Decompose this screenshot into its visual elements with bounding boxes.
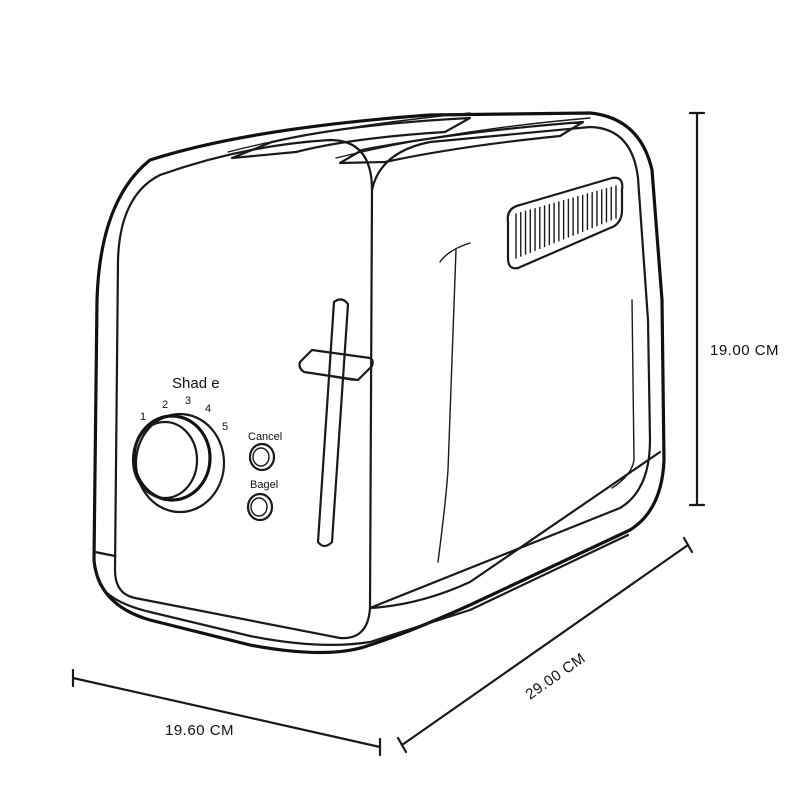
slot-rim [227, 112, 591, 159]
cancel-button-face [252, 447, 270, 467]
height-dimension: 19.00 CM [688, 111, 779, 507]
depth-value: 29.00 CM [523, 650, 589, 704]
shade-number-4: 4 [205, 403, 211, 415]
dial-bezel [134, 412, 226, 514]
width-dimension: 19.60 CM [71, 668, 382, 757]
shade-number-5: 5 [222, 421, 228, 433]
cancel-button[interactable] [248, 442, 276, 472]
height-value: 19.00 CM [710, 342, 779, 359]
lever-handle[interactable] [298, 348, 374, 382]
toaster-body [92, 111, 666, 655]
depth-tick-back [682, 536, 694, 554]
bagel-button-ring [246, 492, 274, 522]
shade-number-2: 2 [162, 399, 168, 411]
side-crease [439, 242, 471, 263]
bagel-label: Bagel [250, 479, 278, 491]
side-inner-contour [611, 299, 635, 489]
shade-label: Shad e [172, 375, 220, 392]
cancel-label: Cancel [248, 431, 282, 443]
bagel-button[interactable] [246, 492, 274, 522]
shade-dial[interactable] [131, 412, 226, 514]
width-line [71, 676, 382, 749]
shade-number-1: 1 [140, 411, 146, 423]
side-vent [506, 176, 624, 270]
lever-slot [316, 298, 350, 548]
width-value: 19.60 CM [165, 722, 234, 739]
lever-handle-edge [303, 371, 359, 381]
depth-line [400, 543, 690, 747]
cancel-button-ring [248, 442, 276, 472]
side-crease-vertical [437, 249, 457, 563]
bagel-button-face [250, 497, 268, 517]
base-lower-edge [95, 533, 630, 646]
side-panel-edge [368, 125, 652, 610]
front-panel [113, 138, 374, 640]
depth-tick-front [396, 736, 408, 754]
bread-slot-right [338, 120, 585, 165]
shade-number-3: 3 [185, 395, 191, 407]
control-panel: Shad e 1 2 3 4 5 Cancel Bagel [131, 375, 282, 522]
base-band [93, 450, 662, 610]
vent-slats [515, 185, 617, 259]
dial-knob-face [131, 420, 199, 500]
